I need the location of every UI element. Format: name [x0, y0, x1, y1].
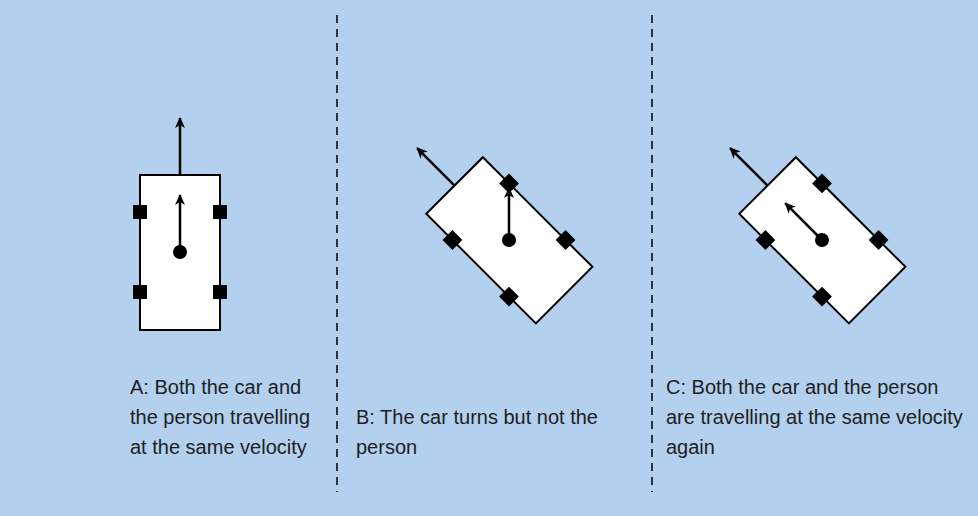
person-dot	[812, 230, 832, 250]
wheel	[556, 230, 576, 250]
divider	[336, 15, 338, 492]
car-c	[697, 115, 911, 329]
wheel	[812, 174, 832, 194]
person-velocity-arrow	[785, 203, 822, 240]
person-dot	[502, 233, 516, 247]
caption: B: The car turns but not the person	[356, 402, 641, 462]
person-velocity-arrow	[508, 188, 511, 240]
wheel	[499, 287, 519, 307]
car-a	[133, 118, 227, 330]
car-body	[426, 157, 592, 323]
wheel	[133, 285, 147, 299]
car-velocity-arrow	[179, 118, 182, 175]
person-dot	[173, 245, 187, 259]
caption: A: Both the car and the person travellin…	[130, 372, 330, 462]
car-velocity-arrow	[730, 148, 767, 185]
caption-text: A: Both the car and the person travellin…	[130, 376, 310, 458]
wheel	[756, 230, 776, 250]
wheel	[133, 205, 147, 219]
caption: C: Both the car and the person are trave…	[666, 372, 966, 462]
divider	[651, 15, 653, 492]
wheel	[812, 287, 832, 307]
wheel	[869, 230, 889, 250]
car-body	[140, 175, 220, 330]
car-velocity-arrow	[417, 148, 454, 185]
car-b	[384, 115, 598, 329]
wheel	[213, 205, 227, 219]
person-velocity-arrow	[179, 195, 182, 252]
car-body	[739, 157, 905, 323]
caption-text: C: Both the car and the person are trave…	[666, 376, 963, 458]
caption-text: B: The car turns but not the person	[356, 406, 598, 458]
wheel	[443, 230, 463, 250]
wheel	[213, 285, 227, 299]
